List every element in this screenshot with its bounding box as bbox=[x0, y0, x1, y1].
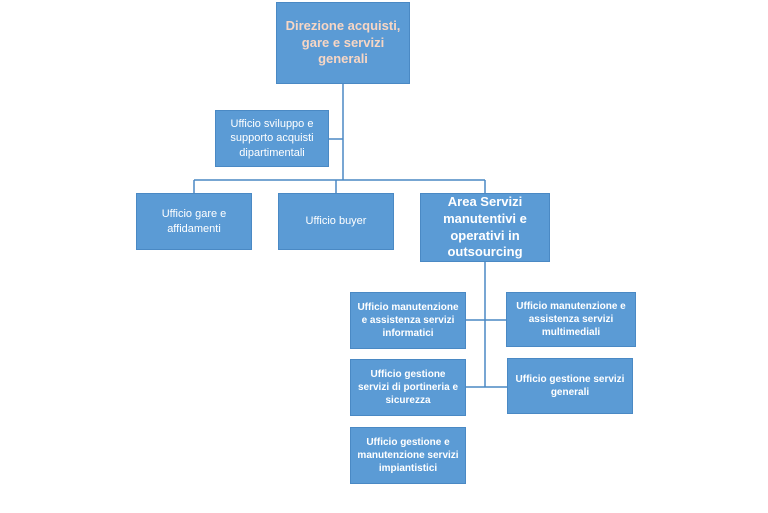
node-label: Ufficio manutenzione e assistenza serviz… bbox=[357, 302, 459, 339]
node-label: Ufficio manutenzione e assistenza serviz… bbox=[516, 301, 626, 338]
node-ufficio-multimediali: Ufficio manutenzione e assistenza serviz… bbox=[506, 292, 636, 347]
node-ufficio-generali: Ufficio gestione servizi generali bbox=[507, 358, 633, 414]
node-label: Ufficio gestione e manutenzione servizi … bbox=[357, 437, 459, 474]
node-label: Direzione acquisti, gare e servizi gener… bbox=[285, 17, 401, 67]
node-label: Ufficio gestione servizi generali bbox=[515, 374, 625, 398]
node-label: Ufficio gare e affidamenti bbox=[161, 208, 227, 235]
node-label: Area Servizi manutentivi e operativi in … bbox=[443, 193, 527, 260]
node-ufficio-gare: Ufficio gare e affidamenti bbox=[136, 193, 252, 250]
node-ufficio-informatici: Ufficio manutenzione e assistenza serviz… bbox=[350, 292, 466, 349]
node-ufficio-buyer: Ufficio buyer bbox=[278, 193, 394, 250]
node-label: Ufficio sviluppo e supporto acquisti dip… bbox=[230, 118, 314, 159]
node-label: Ufficio buyer bbox=[305, 215, 367, 228]
node-direzione-acquisti: Direzione acquisti, gare e servizi gener… bbox=[276, 2, 410, 84]
node-area-servizi: Area Servizi manutentivi e operativi in … bbox=[420, 193, 550, 262]
node-label: Ufficio gestione servizi di portineria e… bbox=[357, 369, 459, 406]
node-ufficio-portineria: Ufficio gestione servizi di portineria e… bbox=[350, 359, 466, 416]
node-ufficio-sviluppo: Ufficio sviluppo e supporto acquisti dip… bbox=[215, 110, 329, 167]
node-ufficio-impiantistici: Ufficio gestione e manutenzione servizi … bbox=[350, 427, 466, 484]
